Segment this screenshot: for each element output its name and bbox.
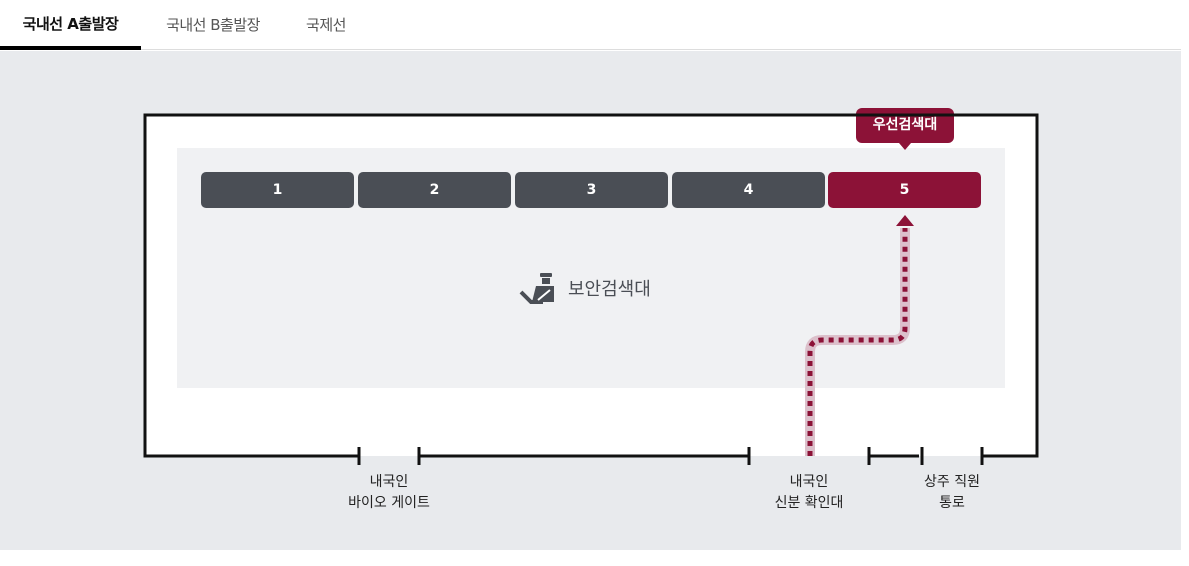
tab-bar: 국내선 A출발장 국내선 B출발장 국제선: [0, 0, 1181, 50]
tab-domestic-b[interactable]: 국내선 B출발장: [166, 16, 260, 34]
gate-2[interactable]: 2: [358, 172, 511, 208]
gate-3[interactable]: 3: [515, 172, 668, 208]
gate-1[interactable]: 1: [201, 172, 354, 208]
tab-domestic-a[interactable]: 국내선 A출발장: [0, 0, 141, 50]
gate-ticks: [357, 447, 984, 465]
hall-wall: [143, 113, 1039, 458]
route-arrow-icon: [896, 215, 914, 226]
gate-4[interactable]: 4: [672, 172, 825, 208]
security-label: 보안검색대: [518, 270, 651, 306]
security-officer-icon: [519, 273, 554, 304]
gate-5-priority[interactable]: 5: [828, 172, 981, 208]
security-area-label: 보안검색대: [568, 279, 651, 300]
route-path-bg: [805, 228, 910, 456]
tab-international[interactable]: 국제선: [306, 16, 346, 34]
